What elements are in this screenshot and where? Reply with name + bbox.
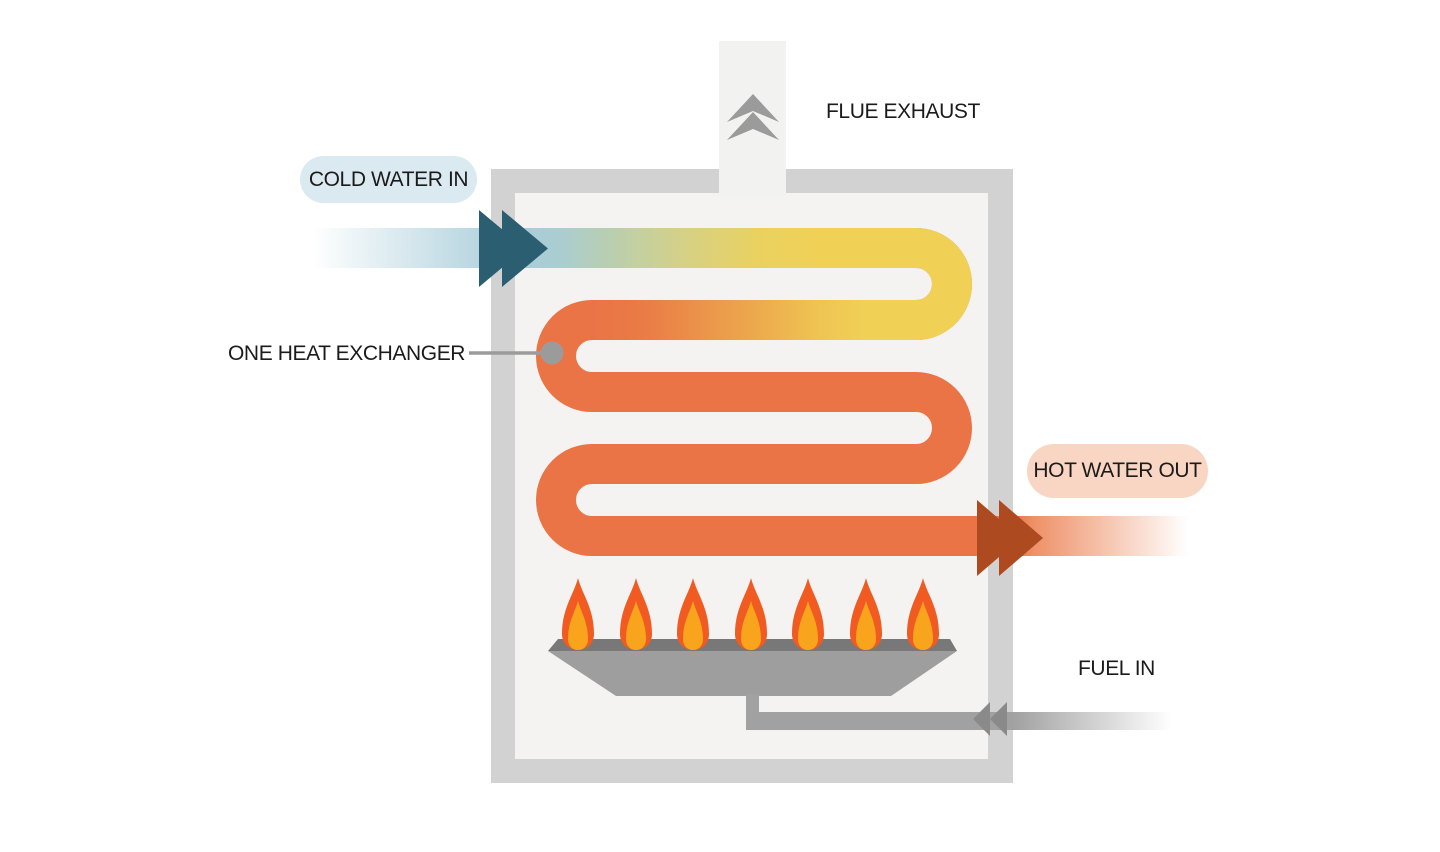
cold-water-in-badge: COLD WATER IN — [300, 156, 477, 203]
flue-arrow-icon — [727, 94, 779, 140]
coil-pass-2 — [592, 300, 916, 340]
fuel-in-label: FUEL IN — [1078, 657, 1155, 680]
hot-water-out-badge: HOT WATER OUT — [1027, 444, 1208, 498]
fuel-pipe — [746, 694, 1013, 730]
cold-water-arrow-icon — [479, 210, 548, 287]
hot-water-out-text: HOT WATER OUT — [1033, 459, 1202, 482]
fuel-stream — [1013, 712, 1172, 730]
leader-dot — [540, 341, 564, 365]
fuel-arrow-icon — [973, 702, 1007, 736]
coil-pass-1 — [515, 228, 916, 268]
hot-water-stream — [1013, 516, 1188, 556]
hot-water-arrow-icon — [977, 500, 1043, 576]
burner — [548, 651, 957, 696]
cold-water-in-text: COLD WATER IN — [308, 167, 469, 191]
flue-exhaust-label: FLUE EXHAUST — [826, 100, 980, 123]
one-heat-exchanger-label: ONE HEAT EXCHANGER — [228, 342, 466, 365]
coil-turn-1 — [914, 228, 972, 340]
